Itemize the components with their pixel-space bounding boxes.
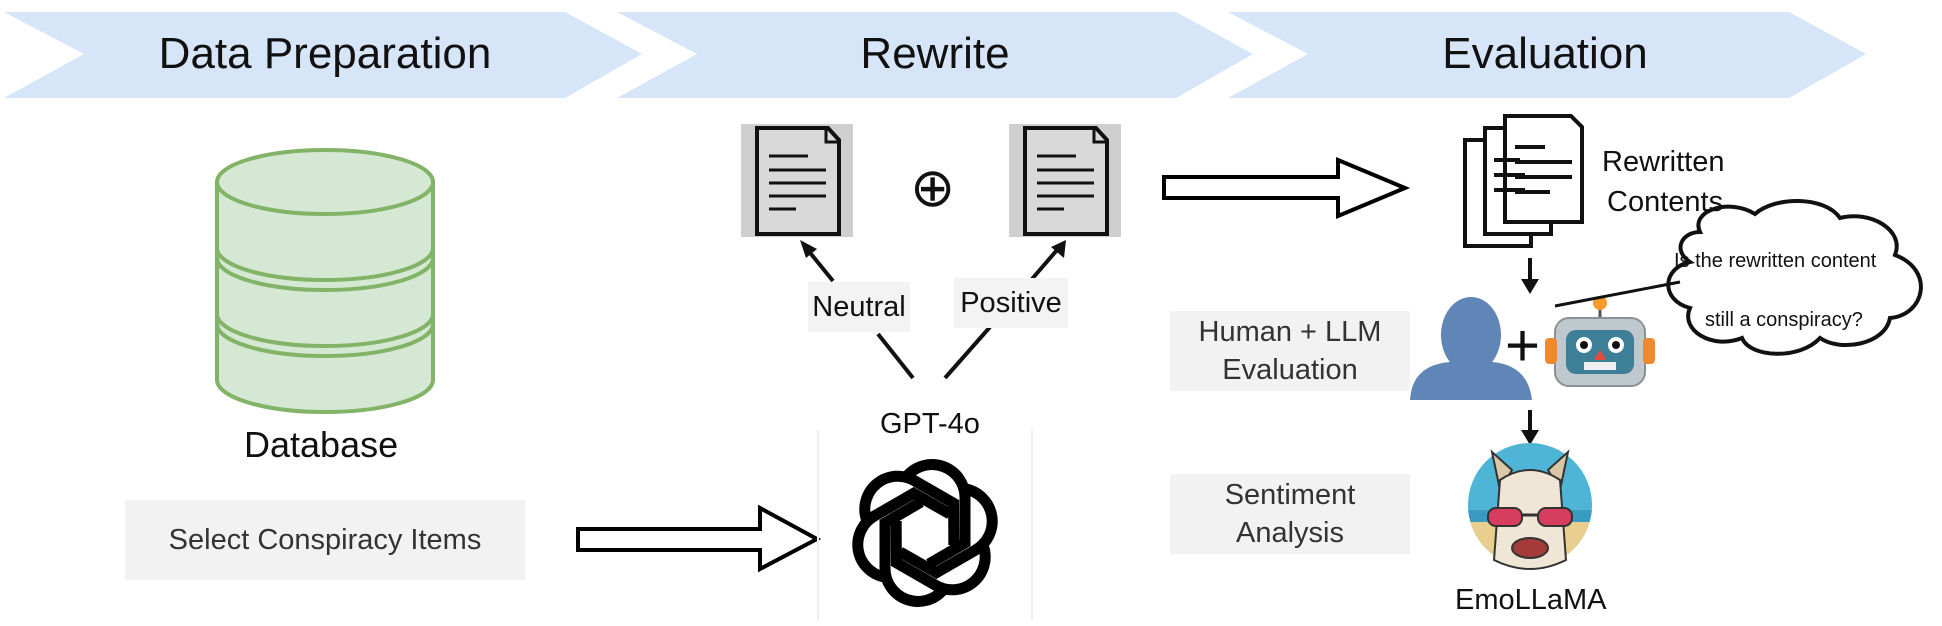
neutral-label: Neutral bbox=[808, 282, 910, 332]
thought-cloud bbox=[1666, 198, 1923, 356]
select-conspiracy-items-box: Select Conspiracy Items bbox=[125, 500, 525, 580]
positive-document-icon bbox=[1009, 124, 1121, 237]
combine-operator-icon: ⊕ bbox=[910, 158, 956, 218]
positive-label: Positive bbox=[954, 278, 1068, 328]
gpt-4o-label: GPT-4o bbox=[880, 408, 980, 440]
plus-icon: + bbox=[1505, 312, 1541, 379]
thought-connector bbox=[1554, 280, 1681, 308]
robot-icon bbox=[1545, 296, 1655, 387]
stage-label-rewrite: Rewrite bbox=[860, 29, 1010, 78]
sentiment-line2: Analysis bbox=[1236, 517, 1344, 549]
stage-label-evaluation: Evaluation bbox=[1442, 29, 1648, 78]
human-silhouette-icon bbox=[1410, 297, 1532, 400]
human-llm-line1: Human + LLM bbox=[1198, 316, 1382, 348]
emollama-label: EmoLLaMA bbox=[1455, 584, 1607, 616]
docs-to-eval-arrow-head bbox=[1521, 279, 1539, 294]
banner-chevron-data-preparation bbox=[4, 12, 642, 98]
sentiment-analysis-box: Sentiment Analysis bbox=[1170, 474, 1410, 554]
stacked-documents-icon bbox=[1463, 114, 1584, 248]
database-label: Database bbox=[244, 424, 399, 465]
emollama-llama-icon bbox=[1468, 443, 1592, 570]
positive-arrow-head bbox=[1051, 240, 1066, 258]
hollow-arrow-to-evaluation bbox=[1162, 156, 1411, 220]
neutral-document-icon bbox=[741, 124, 853, 237]
rewritten-label-line1: Rewritten bbox=[1602, 146, 1725, 178]
thought-text-line2: still a conspiracy? bbox=[1705, 309, 1863, 331]
hollow-arrow-to-gpt bbox=[576, 504, 822, 573]
human-llm-line2: Evaluation bbox=[1222, 354, 1358, 386]
database-icon bbox=[215, 148, 435, 414]
rewritten-label-line2: Contents bbox=[1607, 186, 1724, 218]
gpt-to-positive-line bbox=[943, 325, 992, 380]
human-llm-evaluation-box: Human + LLM Evaluation bbox=[1170, 311, 1410, 391]
eval-to-emollama-arrow-head bbox=[1521, 430, 1539, 445]
thought-text-line1: Is the rewritten content bbox=[1674, 250, 1877, 272]
sentiment-line1: Sentiment bbox=[1224, 479, 1356, 511]
neutral-to-doc-arrow bbox=[805, 247, 835, 283]
banner-chevron-evaluation bbox=[1228, 12, 1866, 98]
positive-to-doc-arrow bbox=[1030, 248, 1059, 281]
banner-chevron-rewrite bbox=[617, 12, 1253, 98]
neutral-arrow-head bbox=[800, 240, 817, 258]
openai-logo-icon bbox=[852, 459, 998, 607]
stage-label-data-preparation: Data Preparation bbox=[158, 29, 492, 78]
gpt-to-neutral-line bbox=[876, 332, 915, 380]
